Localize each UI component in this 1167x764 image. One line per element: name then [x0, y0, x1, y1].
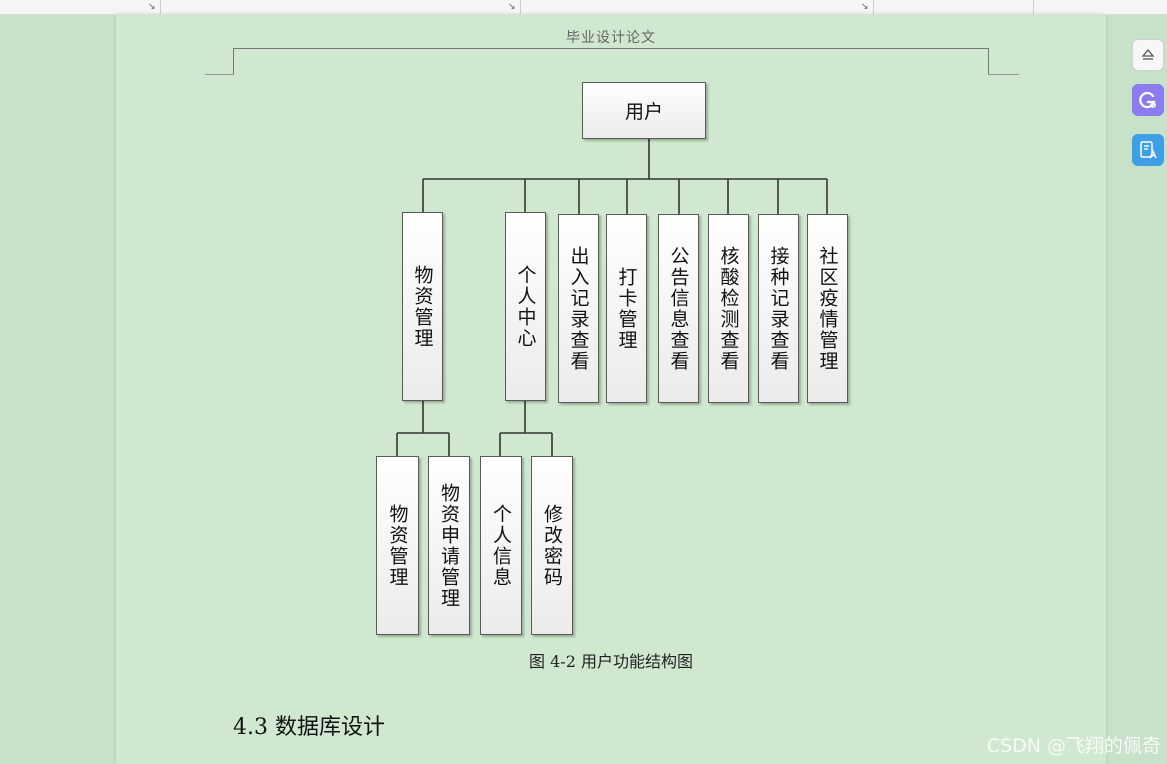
margin-corner-left	[205, 74, 234, 75]
node-community-epidemic: 社区疫情管理	[807, 214, 848, 403]
node-checkin-management: 打卡管理	[606, 214, 647, 403]
node-nucleic-test: 核酸检测查看	[708, 214, 749, 403]
ruler-marker[interactable]: ↘	[148, 2, 156, 12]
header-rule-left	[233, 48, 234, 74]
node-change-password: 修改密码	[531, 456, 573, 635]
node-supplies-request: 物资申请管理	[428, 456, 470, 635]
node-vaccination-records: 接种记录查看	[758, 214, 799, 403]
top-ruler: ↘ ↘ ↘	[0, 0, 1167, 15]
node-announcements: 公告信息查看	[658, 214, 699, 403]
margin-corner-right	[988, 74, 1019, 75]
ruler-segment	[873, 0, 1034, 14]
page-header-title: 毕业设计论文	[566, 30, 656, 46]
ruler-marker[interactable]: ↘	[861, 2, 869, 12]
section-heading: 4.3 数据库设计	[233, 715, 385, 740]
ruler-segment	[520, 0, 874, 14]
header-rule-right	[988, 48, 989, 74]
node-supplies-sub: 物资管理	[376, 456, 419, 635]
node-supplies-management: 物资管理	[402, 212, 443, 401]
node-personal-info: 个人信息	[480, 456, 522, 635]
eject-icon[interactable]	[1132, 39, 1164, 71]
ruler-segment	[0, 0, 161, 14]
header-rule	[233, 48, 989, 49]
ruler-marker[interactable]: ↘	[508, 2, 516, 12]
watermark: CSDN @飞翔的佩奇	[986, 735, 1161, 757]
doc-translate-icon[interactable]	[1132, 134, 1164, 166]
node-personal-center: 个人中心	[505, 212, 546, 401]
g-search-icon[interactable]	[1132, 84, 1164, 116]
figure-caption: 图 4-2 用户功能结构图	[529, 652, 693, 671]
ruler-segment	[160, 0, 521, 14]
node-root-user: 用户	[582, 82, 706, 139]
node-access-records: 出入记录查看	[558, 214, 599, 403]
